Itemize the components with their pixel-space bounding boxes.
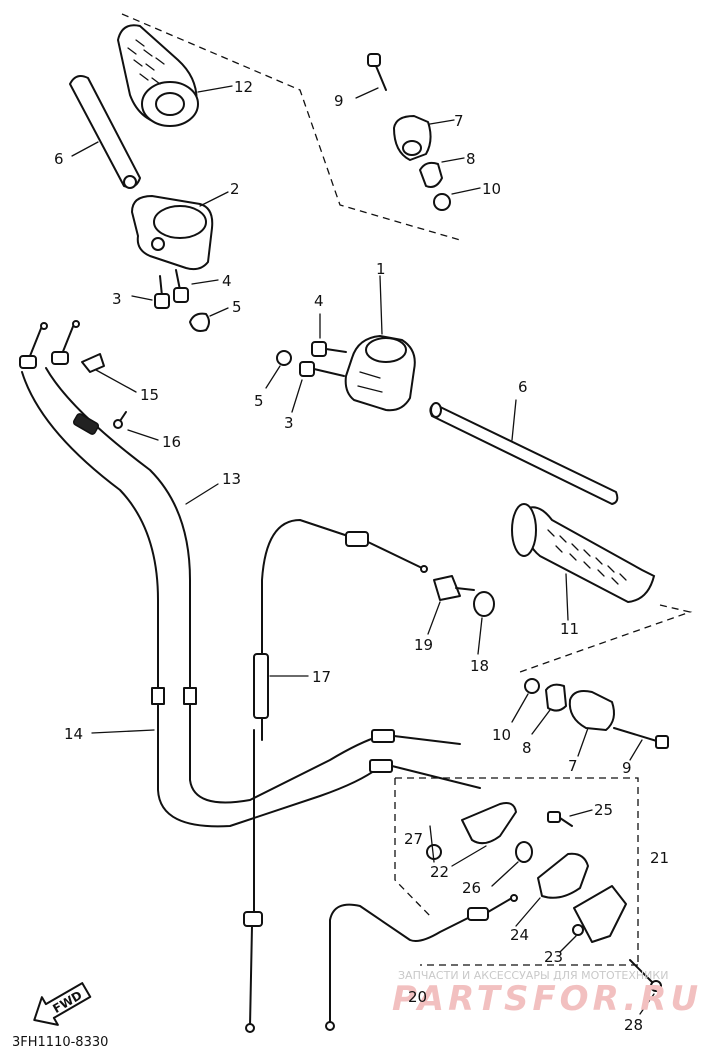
collar-part-8-top [419,161,443,188]
callout-8: 8 [466,150,476,168]
callout-4: 4 [222,272,232,290]
callout-8: 8 [522,739,532,757]
callout-22: 22 [430,863,449,881]
collar-part-8-lower [545,683,567,712]
washer-part-26 [515,841,533,863]
handlebar-part-6-left [69,75,141,189]
callout-17: 17 [312,668,331,686]
cable-guide-part-15 [81,353,105,373]
cap-part-5-right [276,350,292,366]
callout-9: 9 [334,92,344,110]
callout-1: 1 [376,260,386,278]
screw-part-9-top [367,53,387,91]
handlebar-holder-part-2 [131,195,214,271]
callout-7: 7 [454,112,464,130]
screw-part-25 [547,811,573,827]
callout-13: 13 [222,470,241,488]
callout-5: 5 [254,392,264,410]
bolt-part-4-right [311,341,347,357]
callout-25: 25 [594,801,613,819]
bracket-part-24 [537,852,589,899]
callout-18: 18 [470,657,489,675]
left-grip-part-12 [116,24,199,127]
callout-3: 3 [284,414,294,432]
right-grip-group-outline [519,604,693,673]
callout-19: 19 [414,636,433,654]
callout-7: 7 [568,757,578,775]
callout-23: 23 [544,948,563,966]
callout-14: 14 [64,725,83,743]
bolt-part-3-right [299,361,345,377]
callout-4: 4 [314,292,324,310]
plate-part-23 [572,885,627,943]
handlebar-part-6-right [429,402,619,505]
forward-arrow-icon: FWD [33,982,92,1026]
throttle-cable-part-14 [151,687,481,828]
lever-part-22 [461,802,517,845]
weight-part-7-lower [568,690,615,731]
cap-part-5-left [189,312,210,332]
choke-lever-assembly-outline [394,777,639,966]
locknut-part-18 [473,591,495,617]
callout-26: 26 [462,879,481,897]
watermark-tagline: ЗАПЧАСТИ И АКСЕССУАРЫ ДЛЯ МОТОТЕХНИКИ [398,969,668,982]
callout-11: 11 [560,620,579,638]
callout-21: 21 [650,849,669,867]
watermark-brand: PARTSFOR.RU [392,979,702,1019]
screw-part-16 [113,411,127,429]
handlebar-holder-part-1 [344,335,416,412]
callout-10: 10 [482,180,501,198]
callout-27: 27 [404,830,423,848]
callout-6: 6 [518,378,528,396]
upper-left-group-outline [121,13,461,241]
choke-cable-part-20 [325,894,518,1031]
choke-cable-part-17 [243,519,428,1033]
callout-6: 6 [54,150,64,168]
screw-part-9-lower [613,727,669,749]
diagram-code: 3FH1110-8330 [12,1035,108,1050]
callout-16: 16 [162,433,181,451]
weight-part-7-top [393,115,432,161]
callout-28: 28 [624,1016,643,1034]
adjuster-part-19 [433,575,475,601]
throttle-cable-part-13 [19,320,191,691]
callout-20: 20 [408,988,427,1006]
callout-10: 10 [492,726,511,744]
right-grip-part-11 [511,503,656,604]
callout-3: 3 [112,290,122,308]
screw-part-28 [629,959,662,992]
bolt-part-3-left [154,275,170,309]
callout-15: 15 [140,386,159,404]
callout-2: 2 [230,180,240,198]
callout-9: 9 [622,759,632,777]
bolt-part-4-left [173,269,189,303]
damper-part-10-lower [524,678,540,694]
callout-5: 5 [232,298,242,316]
callout-12: 12 [234,78,253,96]
callout-24: 24 [510,926,529,944]
damper-part-10-top [433,193,451,211]
